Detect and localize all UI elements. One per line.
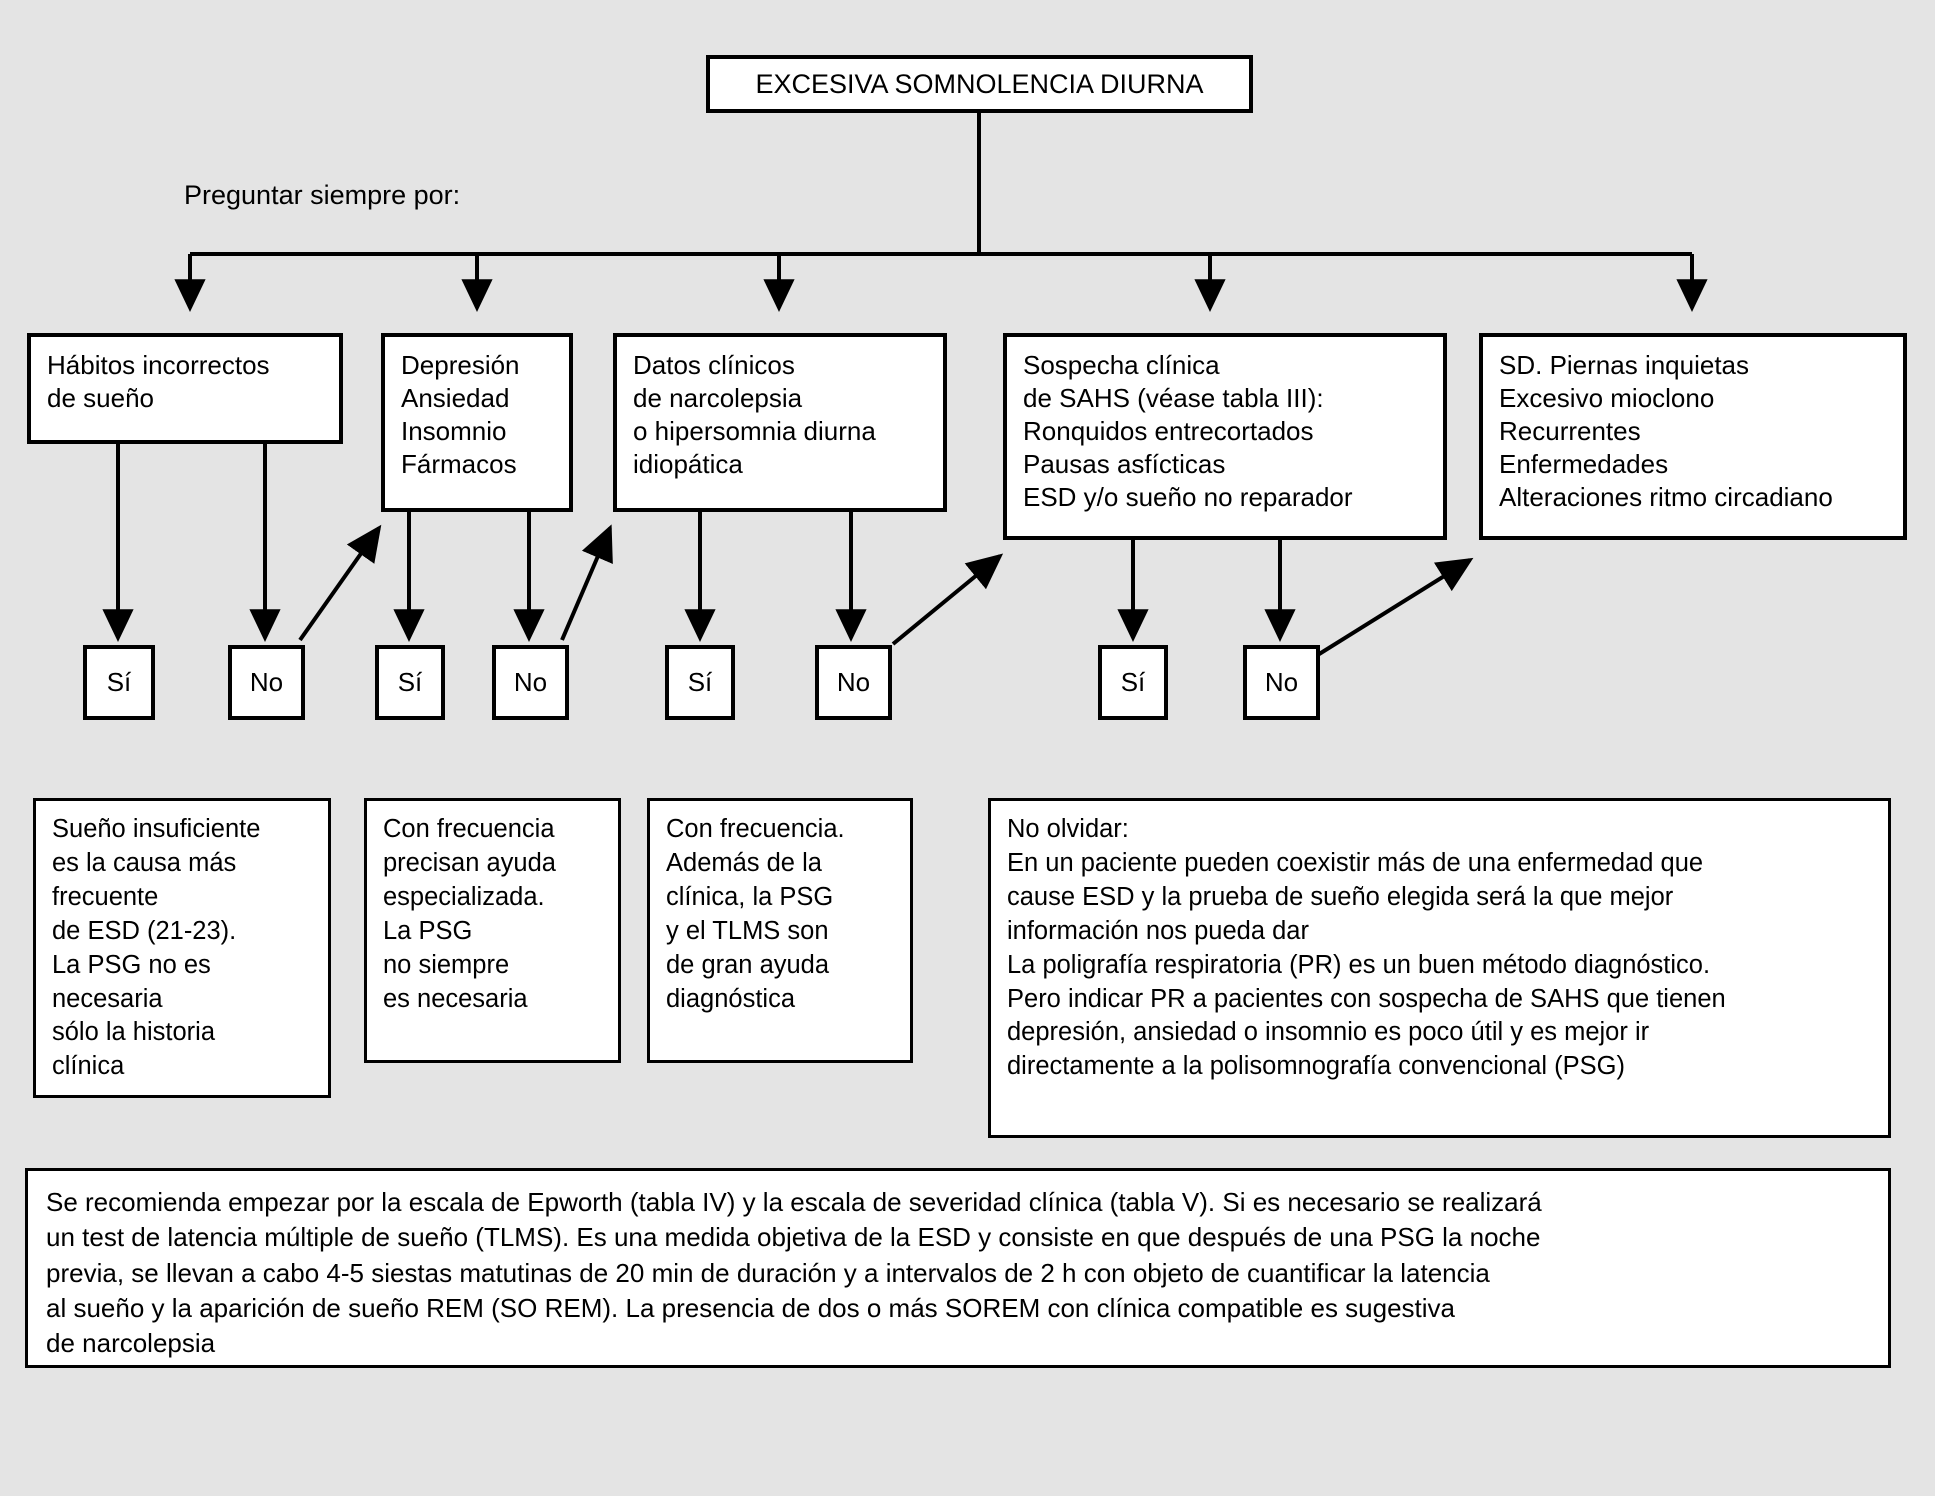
- answer-box-habitos-si: Sí: [83, 645, 155, 720]
- footer-recommendation-box: Se recomienda empezar por la escala de E…: [25, 1168, 1891, 1368]
- answer-box-depresion-si: Sí: [375, 645, 445, 720]
- root-title-box: EXCESIVA SOMNOLENCIA DIURNA: [706, 55, 1253, 113]
- branch-box-depresion: Depresión Ansiedad Insomnio Fármacos: [381, 333, 573, 512]
- note-box-no-olvidar: No olvidar: En un paciente pueden coexis…: [988, 798, 1891, 1138]
- answer-box-habitos-no: No: [228, 645, 305, 720]
- answer-box-narcolepsia-no: No: [815, 645, 892, 720]
- branch-box-narcolepsia: Datos clínicos de narcolepsia o hipersom…: [613, 333, 947, 512]
- branch-box-habitos: Hábitos incorrectos de sueño: [27, 333, 343, 444]
- note-box-habitos: Sueño insuficiente es la causa más frecu…: [33, 798, 331, 1098]
- ask-always-label: Preguntar siempre por:: [184, 180, 461, 210]
- branch-box-piernas: SD. Piernas inquietas Excesivo mioclono …: [1479, 333, 1907, 540]
- root-title-text: EXCESIVA SOMNOLENCIA DIURNA: [755, 68, 1204, 99]
- answer-box-sahs-si: Sí: [1098, 645, 1168, 720]
- note-box-depresion: Con frecuencia precisan ayuda especializ…: [364, 798, 621, 1063]
- note-box-narcolepsia: Con frecuencia. Además de la clínica, la…: [647, 798, 913, 1063]
- answer-box-sahs-no: No: [1243, 645, 1320, 720]
- answer-box-narcolepsia-si: Sí: [665, 645, 735, 720]
- answer-box-depresion-no: No: [492, 645, 569, 720]
- branch-box-sahs: Sospecha clínica de SAHS (véase tabla II…: [1003, 333, 1447, 540]
